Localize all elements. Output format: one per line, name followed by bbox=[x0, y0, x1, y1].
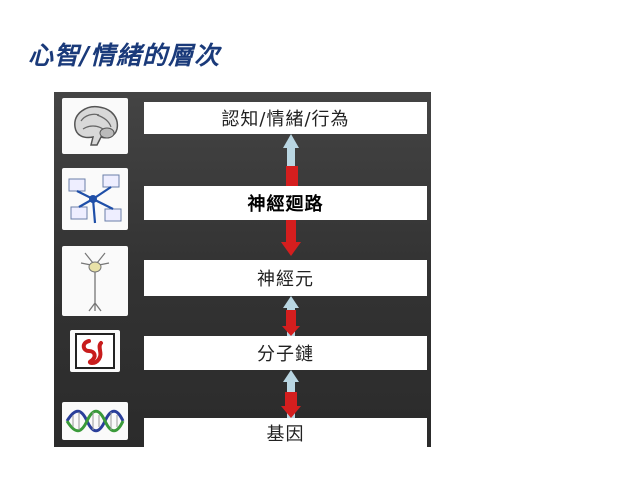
down-arrow-icon bbox=[282, 310, 300, 336]
arrow-pair-2 bbox=[280, 220, 302, 260]
arrow-pair-4 bbox=[280, 370, 302, 418]
level-neuron: 神經元 bbox=[144, 260, 427, 296]
brain-icon bbox=[62, 98, 128, 154]
down-arrow-icon bbox=[281, 392, 301, 418]
molecule-icon bbox=[70, 330, 120, 372]
level-gene: 基因 bbox=[144, 418, 427, 447]
arrow-pair-1 bbox=[280, 134, 302, 186]
down-arrow-icon bbox=[281, 220, 301, 256]
level-cognition-emotion-behavior: 認知/情緒/行為 bbox=[144, 102, 427, 134]
level-neural-circuit: 神經廻路 bbox=[144, 186, 427, 220]
hierarchy-panel: 認知/情緒/行為 神經廻路 神經元 分子鏈 基因 bbox=[54, 92, 431, 447]
neural-circuit-icon bbox=[62, 168, 128, 230]
dna-helix-icon bbox=[62, 402, 128, 440]
down-arrow-icon bbox=[286, 166, 298, 186]
neuron-icon bbox=[62, 246, 128, 316]
arrow-pair-3 bbox=[280, 296, 302, 336]
level-molecular-chain: 分子鏈 bbox=[144, 336, 427, 370]
slide-title: 心智/情緒的層次 bbox=[28, 41, 221, 70]
